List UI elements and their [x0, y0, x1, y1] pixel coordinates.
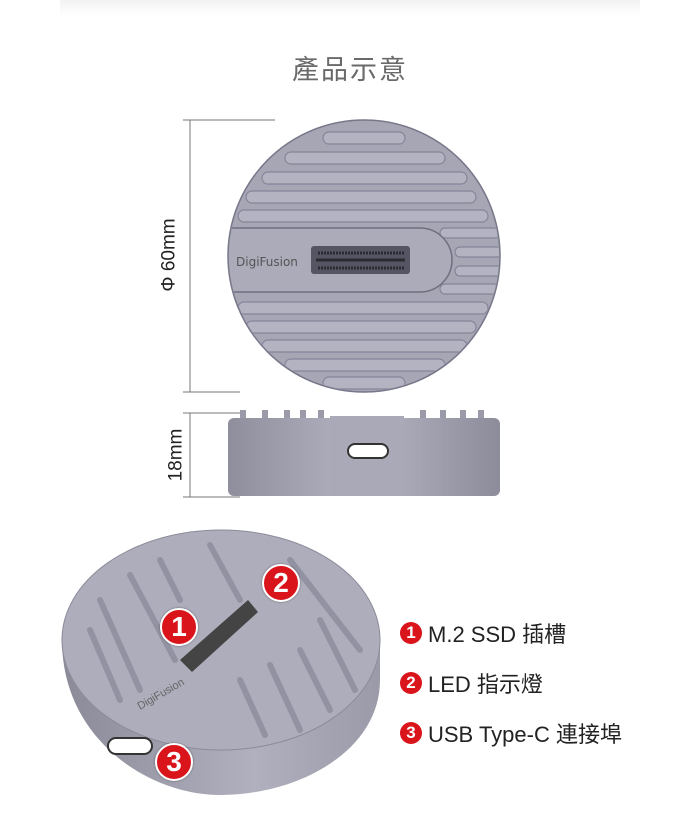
legend-label: M.2 SSD 插槽: [428, 622, 567, 647]
diameter-label: Φ 60mm: [158, 218, 180, 292]
legend-label: USB Type-C 連接埠: [428, 722, 622, 747]
isometric-view: DigiFusion: [61, 529, 381, 795]
legend-number: 3: [400, 722, 422, 744]
legend-label: LED 指示燈: [428, 672, 543, 697]
side-view: [228, 410, 500, 496]
callout-3: 3: [155, 743, 193, 781]
top-divider: [60, 0, 640, 16]
callout-2: 2: [262, 564, 300, 602]
legend-item-usbc: 3 USB Type-C 連接埠: [400, 708, 622, 758]
top-view: DigiFusion: [227, 119, 501, 393]
legend-item-ssd-slot: 1 M.2 SSD 插槽: [400, 608, 622, 658]
callout-1: 1: [160, 608, 198, 646]
legend-number: 1: [400, 622, 422, 644]
page-title: 產品示意: [292, 55, 408, 85]
brand-logo: DigiFusion: [236, 255, 298, 269]
height-label: 18mm: [165, 428, 187, 482]
legend-item-led: 2 LED 指示燈: [400, 658, 622, 708]
legend: 1 M.2 SSD 插槽 2 LED 指示燈 3 USB Type-C 連接埠: [400, 608, 622, 758]
dimension-lines: [183, 119, 275, 498]
legend-number: 2: [400, 672, 422, 694]
